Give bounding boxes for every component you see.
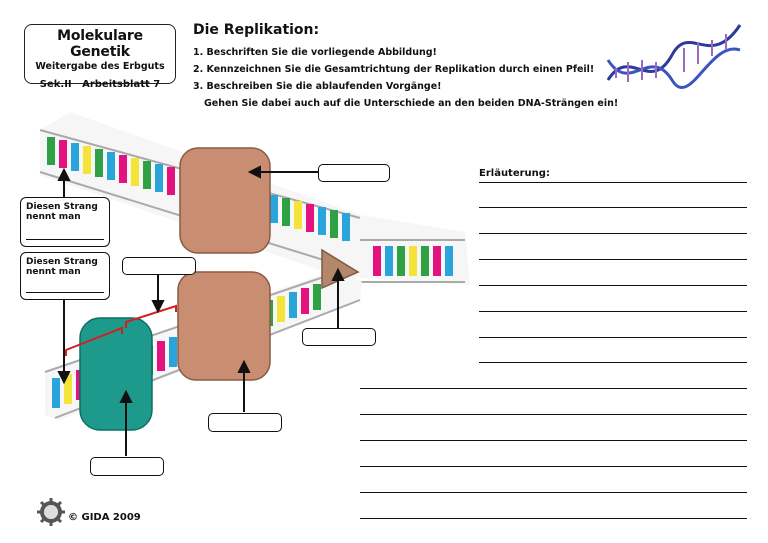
lower-strand-answer-line[interactable] [26, 292, 104, 293]
label-box-ligase[interactable] [90, 457, 164, 476]
copyright-footer: © GIDA 2009 [68, 512, 141, 523]
upper-strand-label-box[interactable]: Diesen Strang nennt man [20, 197, 110, 247]
task-1: 1. Beschriften Sie die vorliegende Abbil… [193, 47, 437, 58]
answer-line[interactable] [479, 285, 747, 286]
answer-line[interactable] [479, 362, 747, 363]
label-box-okazaki[interactable] [122, 257, 196, 275]
answer-line[interactable] [479, 337, 747, 338]
worksheet-sheet-number: Sek.II Arbeitsblatt 7 [39, 79, 161, 90]
answer-line[interactable] [479, 311, 747, 312]
upper-strand-text-1: Diesen Strang [26, 202, 98, 212]
answer-line[interactable] [360, 440, 747, 441]
okazaki-bracket-1 [65, 326, 123, 356]
label-box-polymerase[interactable] [208, 413, 282, 432]
worksheet-title: Molekulare Genetik [57, 28, 143, 60]
task-3: 3. Beschreiben Sie die ablaufenden Vorgä… [193, 81, 442, 92]
worksheet-subtitle: Weitergabe des Erbguts [35, 61, 165, 72]
answer-line[interactable] [479, 259, 747, 260]
answer-line[interactable] [360, 518, 747, 519]
page-heading: Die Replikation: [193, 22, 320, 38]
helicase-enzyme [179, 147, 271, 254]
answer-line[interactable] [360, 466, 747, 467]
answer-line[interactable] [360, 414, 747, 415]
answer-line[interactable] [479, 207, 747, 208]
okazaki-bracket-2 [125, 304, 177, 328]
explanation-label: Erläuterung: [479, 168, 550, 179]
lower-strand-text-2: nennt man [26, 267, 81, 277]
answer-line[interactable] [360, 388, 747, 389]
polymerase-enzyme [177, 271, 271, 381]
ligase-enzyme [79, 317, 153, 431]
answer-line[interactable] [479, 182, 747, 183]
pointer-arrows [57, 165, 345, 456]
answer-line[interactable] [479, 233, 747, 234]
lower-strand-text-1: Diesen Strang [26, 257, 98, 267]
worksheet-title-box: Molekulare Genetik Weitergabe des Erbgut… [24, 24, 176, 90]
upper-strand-text-2: nennt man [26, 212, 81, 222]
lower-strand-label-box[interactable]: Diesen Strang nennt man [20, 252, 110, 300]
upper-strand-answer-line[interactable] [26, 239, 104, 240]
dna-helix-image [606, 24, 742, 89]
label-box-primer[interactable] [302, 328, 376, 346]
task-2: 2. Kennzeichnen Sie die Gesamtrichtung d… [193, 64, 595, 75]
task-3-continued: Gehen Sie dabei auch auf die Unterschied… [204, 98, 619, 109]
label-box-helicase[interactable] [318, 164, 390, 182]
gida-logo-icon [37, 498, 65, 526]
answer-line[interactable] [360, 492, 747, 493]
